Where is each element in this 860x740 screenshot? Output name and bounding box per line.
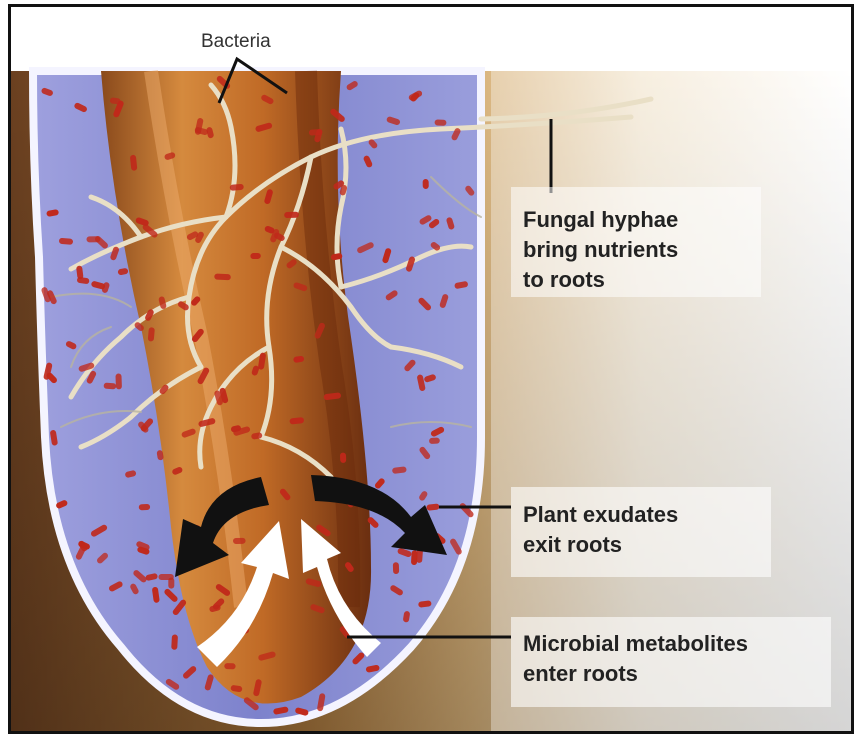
bacterium — [224, 663, 236, 669]
rhizosphere-illustration — [11, 7, 851, 731]
fungal-hyphae-label: Fungal hyphae bring nutrients to roots — [523, 205, 678, 295]
plant-exudates-label: Plant exudates exit roots — [523, 500, 678, 560]
bacterium — [423, 179, 429, 189]
bacteria-label: Bacteria — [201, 27, 271, 57]
bacterium — [340, 452, 346, 463]
bacterium — [429, 438, 440, 445]
bacterium — [434, 119, 446, 125]
bacterium — [393, 562, 399, 574]
bacterium — [214, 273, 231, 280]
bacterium — [171, 634, 178, 650]
bacterium — [115, 373, 122, 389]
diagram-frame: Bacteria Fungal hyphae bring nutrients t… — [8, 4, 854, 734]
bacterium — [168, 578, 174, 589]
bacterium — [139, 504, 151, 510]
bacterium — [104, 383, 117, 390]
bacterium — [411, 550, 418, 565]
bacterium — [233, 538, 246, 544]
microbial-metabolites-label: Microbial metabolites enter roots — [523, 629, 748, 689]
bacterium — [250, 253, 261, 259]
bacterium — [284, 212, 299, 219]
